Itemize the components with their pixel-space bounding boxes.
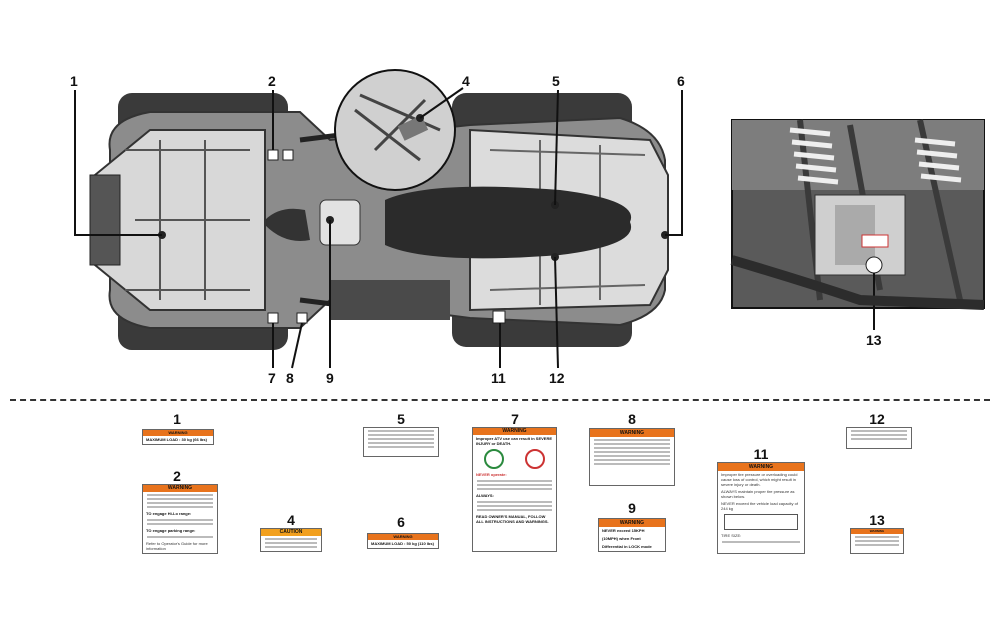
decal-11-line3: NEVER exceed the vehicle load capacity o… <box>721 501 798 511</box>
decal-7: WARNING Improper ATV use can result in S… <box>472 427 557 552</box>
decal-2-tip1: TO engage Hi-Lo range: <box>146 511 192 516</box>
decal-4-band: CAUTION <box>261 529 321 536</box>
callout-11: 11 <box>491 370 506 386</box>
decal-1-text: MAXIMUM LOAD : 30 kg (66 lbs) <box>146 437 207 442</box>
suspension-photo <box>730 119 985 330</box>
section-divider <box>10 399 990 401</box>
atv-top-view <box>74 69 683 369</box>
decal-6-text: MAXIMUM LOAD : 50 kg (110 lbs) <box>371 541 434 546</box>
decal-8-label: 8 <box>628 411 636 427</box>
marker-2b <box>282 149 294 161</box>
decal-4-label: 4 <box>287 512 295 528</box>
callout-9: 9 <box>326 370 334 386</box>
decal-11: WARNING Improper tire pressure or overlo… <box>717 462 805 554</box>
decal-7-band: WARNING <box>473 428 556 435</box>
decal-13-label: 13 <box>869 512 885 528</box>
callout-12: 12 <box>549 370 565 386</box>
callout-2: 2 <box>268 73 276 89</box>
decal-1: WARNING MAXIMUM LOAD : 30 kg (66 lbs) <box>142 429 214 445</box>
decal-9-line3: Differential in LOCK mode <box>602 544 652 549</box>
decal-6-label: 6 <box>397 514 405 530</box>
callout-4: 4 <box>462 73 470 89</box>
photo-decal-13 <box>861 234 889 248</box>
seat <box>385 186 632 259</box>
decal-11-label: 11 <box>753 446 769 462</box>
callout-7: 7 <box>268 370 276 386</box>
no-rider-icon <box>525 449 546 469</box>
decal-11-line1: Improper tire pressure or overloading co… <box>721 472 798 487</box>
decal-2-footer: Refer to Operator's Guide for more infor… <box>146 541 208 551</box>
decal-1-band: WARNING <box>143 430 213 436</box>
shock-spring-right <box>914 137 962 183</box>
decal-2-band: WARNING <box>143 485 217 492</box>
decal-9-line1: NEVER exceed 15KPH <box>602 528 645 533</box>
no-passenger-icon <box>483 449 504 469</box>
decal-6-band: WARNING <box>368 534 438 540</box>
shock-spring-left <box>789 127 839 185</box>
decal-2: WARNING TO engage Hi-Lo range: TO engage… <box>142 484 218 554</box>
callout-1: 1 <box>70 73 78 89</box>
callout-8: 8 <box>286 370 294 386</box>
callout-13: 13 <box>866 332 882 348</box>
decal-7-label: 7 <box>511 411 519 427</box>
decal-9-band: WARNING <box>599 519 665 527</box>
decal-5 <box>363 427 439 457</box>
decal-9-label: 9 <box>628 500 636 516</box>
decal-7-foot: READ OWNER'S MANUAL, FOLLOW ALL INSTRUCT… <box>476 514 549 524</box>
decal-7-never: NEVER operate: <box>476 472 507 477</box>
decal-11-tire: TIRE SIZE: <box>721 533 742 538</box>
decal-8-band: WARNING <box>590 429 674 437</box>
callout-6: 6 <box>677 73 685 89</box>
decal-11-band: WARNING <box>718 463 804 471</box>
decal-7-head: Improper ATV use can result in SEVERE IN… <box>476 436 553 446</box>
decal-13-band: WARNING <box>851 529 903 534</box>
decal-13: WARNING <box>850 528 904 554</box>
decal-2-label: 2 <box>173 468 181 484</box>
decal-5-label: 5 <box>397 411 405 427</box>
callout-5: 5 <box>552 73 560 89</box>
decal-4: CAUTION <box>260 528 322 552</box>
decal-7-always: ALWAYS: <box>476 493 494 498</box>
decal-9-line2: (10MPH) when Front <box>602 536 641 541</box>
decal-2-tip2: TO engage parking range: <box>146 528 196 533</box>
decal-8: WARNING <box>589 428 675 486</box>
decal-9: WARNING NEVER exceed 15KPH (10MPH) when … <box>598 518 666 552</box>
decal-12-label: 12 <box>869 411 885 427</box>
decal-6: WARNING MAXIMUM LOAD : 50 kg (110 lbs) <box>367 533 439 549</box>
decal-1-label: 1 <box>173 411 181 427</box>
decal-12 <box>846 427 912 449</box>
decal-11-line2: ALWAYS maintain proper tire pressure as … <box>721 489 795 499</box>
